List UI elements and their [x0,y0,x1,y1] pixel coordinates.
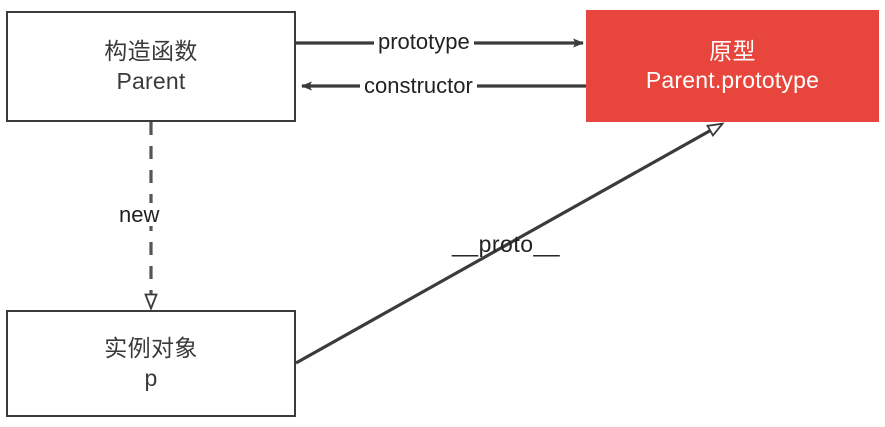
node-instance-title: 实例对象 [104,335,198,362]
edge-label-prototype: prototype [374,30,474,53]
node-prototype-title: 原型 [709,37,756,64]
node-instance-subtitle: p [144,364,158,391]
edge-proto-line [295,122,725,365]
node-parent-prototype[interactable]: 原型 Parent.prototype [586,10,879,122]
node-constructor-parent[interactable]: 构造函数 Parent [6,11,296,122]
node-instance-object[interactable]: 实例对象 p [6,310,296,417]
node-constructor-title: 构造函数 [104,38,198,65]
edge-label-proto: __proto__ [452,231,561,257]
edge-label-constructor: constructor [360,74,477,97]
edge-label-new: new [115,203,164,226]
node-prototype-subtitle: Parent.prototype [645,67,820,93]
node-constructor-subtitle: Parent [116,67,186,94]
